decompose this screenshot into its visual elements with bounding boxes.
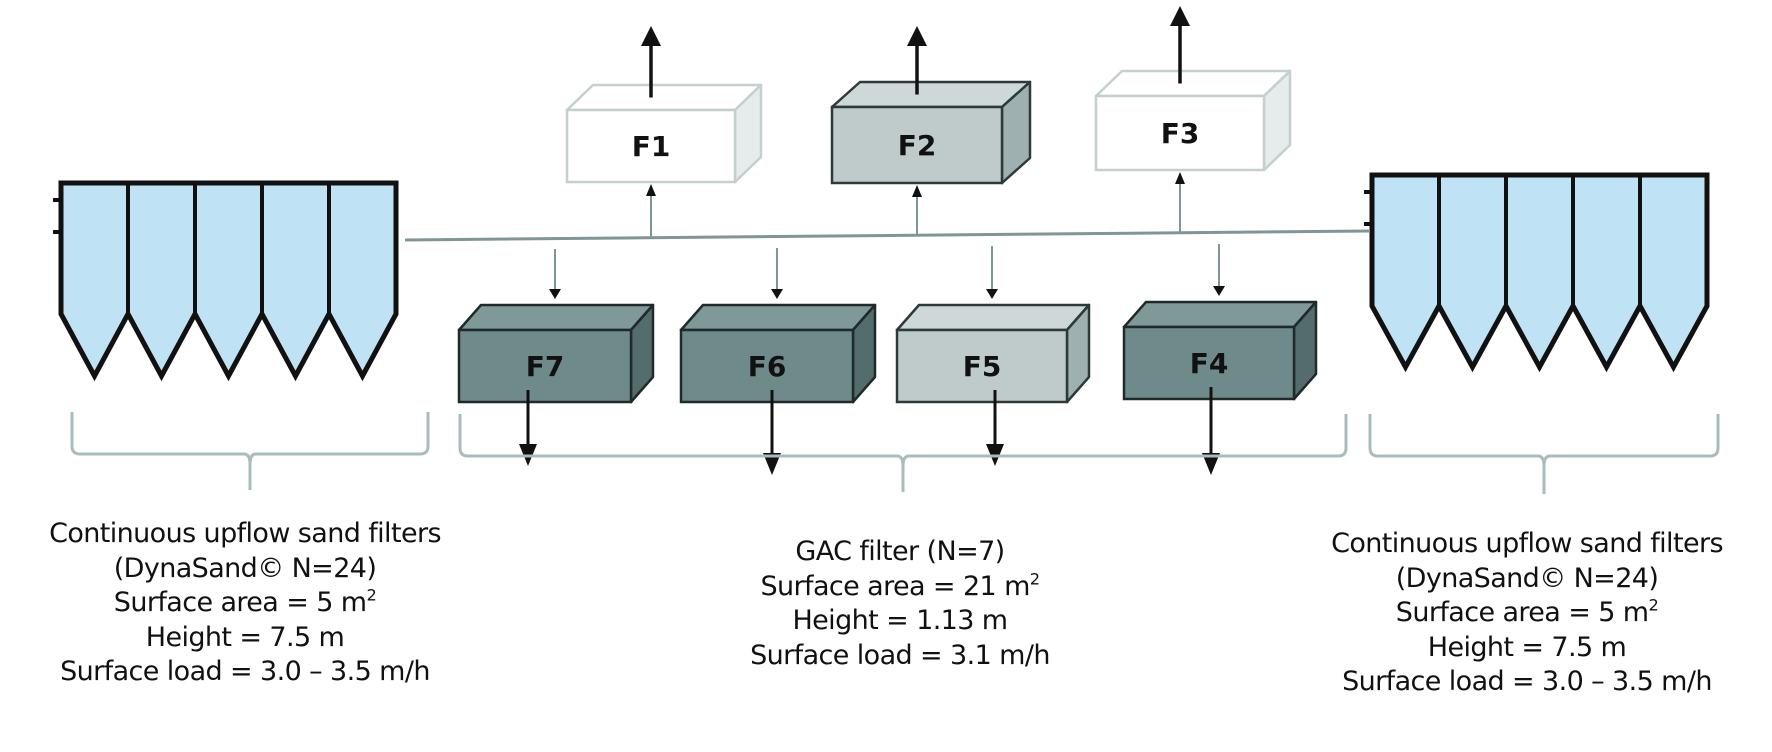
box-label: F3	[1161, 117, 1200, 150]
gac-filter-f5: F5	[895, 246, 1091, 466]
box-front-face	[830, 105, 1004, 185]
center-group-load: Surface load = 3.1 m/h	[750, 639, 1050, 671]
right-group-load: Surface load = 3.0 – 3.5 m/h	[1342, 666, 1712, 697]
gac-filter-f1: F1	[565, 26, 763, 238]
box-label: F7	[526, 350, 565, 383]
box-front-face	[895, 328, 1069, 404]
left-group-title: Continuous upflow sand filters	[49, 518, 441, 549]
inlet-arrow-down-icon	[549, 289, 561, 299]
box-label: F6	[748, 350, 787, 383]
left-group-area: Surface area = 5 m2	[113, 585, 377, 618]
outlet-arrow-down-icon	[763, 453, 781, 475]
right-group-area: Surface area = 5 m2	[1395, 595, 1659, 628]
inlet-arrow-down-icon	[986, 289, 998, 299]
box-front-face	[565, 108, 737, 184]
right-group-title: Continuous upflow sand filters	[1331, 528, 1723, 559]
distribution-pipes	[404, 229, 1371, 242]
right-group-model: (DynaSand© N=24)	[1395, 562, 1659, 594]
gac-filter-f4: F4	[1122, 244, 1318, 475]
center-group-title: GAC filter (N=7)	[795, 536, 1005, 567]
center-group-height: Height = 1.13 m	[792, 605, 1008, 636]
box-front-face	[679, 328, 855, 404]
right-group-height: Height = 7.5 m	[1427, 631, 1627, 663]
outlet-arrow-up-icon	[907, 26, 927, 46]
right-sand-filter-bank	[1364, 172, 1710, 373]
outlet-arrow-down-icon	[1202, 453, 1220, 475]
box-top-face	[679, 303, 877, 332]
gac-filter-f6: F6	[679, 248, 877, 475]
outlet-arrow-up-icon	[641, 26, 661, 46]
box-label: F1	[632, 130, 671, 163]
left-group-model: (DynaSand© N=24)	[113, 552, 377, 584]
right-group-brace	[1368, 414, 1720, 494]
box-top-face	[457, 303, 655, 332]
inlet-arrow-icon	[912, 185, 922, 197]
left-sand-filter-body	[58, 180, 399, 382]
box-top-face	[1094, 69, 1292, 98]
center-group-brace	[458, 414, 1348, 492]
center-group-area: Surface area = 21 m2	[760, 568, 1041, 602]
gac-filter-f2: F2	[830, 26, 1032, 236]
inlet-arrow-down-icon	[771, 289, 783, 299]
inlet-arrow-icon	[1175, 172, 1185, 184]
inlet-arrow-icon	[646, 184, 656, 196]
box-label: F2	[898, 129, 937, 162]
inlet-arrow-down-icon	[1213, 286, 1225, 296]
grouping-braces	[70, 412, 1720, 494]
outlet-arrow-up-icon	[1170, 6, 1190, 26]
box-label: F5	[963, 350, 1002, 383]
box-front-face	[1094, 94, 1266, 172]
gac-filter-f3: F3	[1094, 6, 1292, 233]
box-top-face	[830, 80, 1032, 109]
main-header-pipe	[404, 229, 1371, 242]
box-top-face	[1122, 300, 1318, 329]
left-group-height: Height = 7.5 m	[145, 621, 345, 653]
left-group-load: Surface load = 3.0 – 3.5 m/h	[60, 656, 430, 687]
box-front-face	[1122, 325, 1296, 401]
box-top-face	[565, 83, 763, 112]
left-sand-filter-bank	[53, 180, 399, 382]
right-group-label: Continuous upflow sand filters (DynaSand…	[1282, 527, 1772, 700]
box-label: F4	[1190, 347, 1229, 380]
left-group-brace	[70, 412, 430, 490]
box-top-face	[895, 303, 1091, 332]
center-group-label: GAC filter (N=7) Surface area = 21 m2 He…	[680, 535, 1120, 673]
left-group-label: Continuous upflow sand filters (DynaSand…	[0, 517, 490, 690]
right-sand-filter-body	[1369, 172, 1710, 373]
gac-filter-f7: F7	[457, 249, 655, 466]
box-front-face	[457, 328, 633, 404]
